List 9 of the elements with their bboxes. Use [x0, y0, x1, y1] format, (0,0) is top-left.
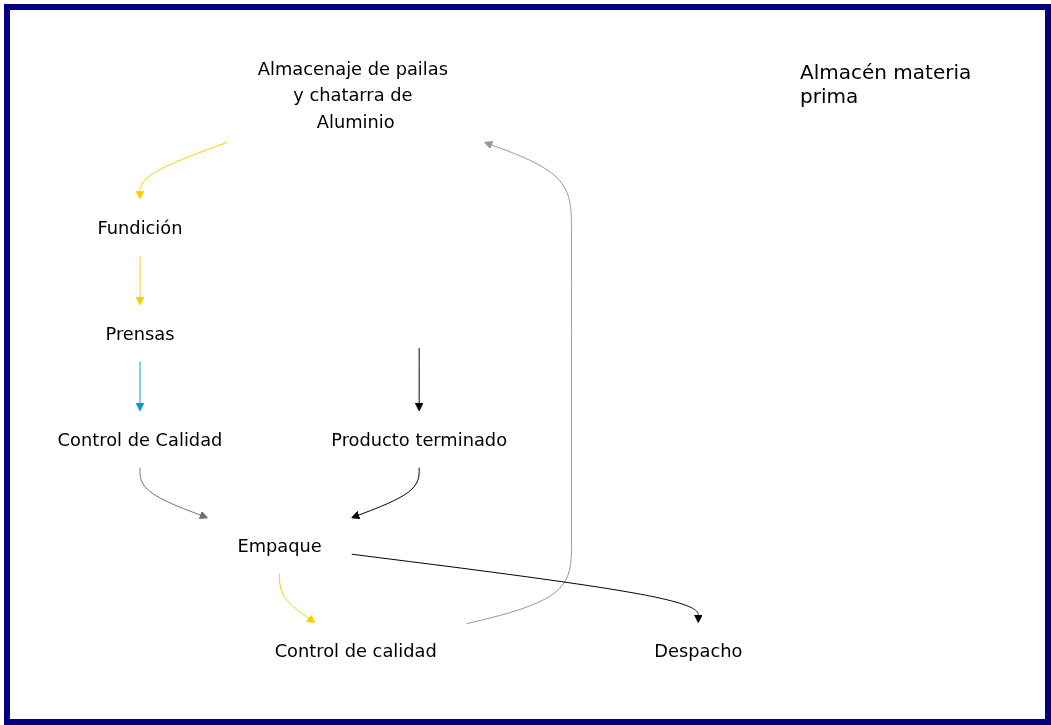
- node-text: Control de Calidad: [57, 429, 223, 451]
- step-label: Almacén materia prima: [800, 60, 973, 108]
- node-text: Almacenaje de pailas y chatarra de Aluminio: [257, 58, 448, 133]
- node-text: Producto terminado: [331, 429, 508, 451]
- node-text: Despacho: [654, 641, 743, 662]
- node-text: Prensas: [105, 323, 175, 345]
- node-text: Empaque: [237, 535, 322, 556]
- node-text: Fundición: [97, 217, 183, 239]
- node-text: Control de calidad: [274, 641, 437, 662]
